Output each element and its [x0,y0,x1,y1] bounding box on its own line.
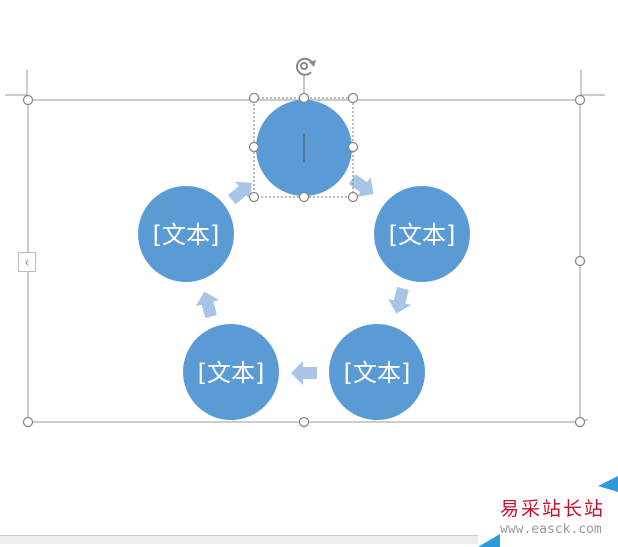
node-right[interactable]: [文本] [374,186,470,282]
arrow-icon [291,361,317,385]
node-label: [文本] [153,221,220,249]
frame-handles[interactable] [22,94,586,428]
arrow-icon [348,174,374,197]
node-top[interactable] [256,100,352,196]
arrow-icon [227,181,252,205]
node-bottom-left[interactable]: [文本] [183,324,279,420]
node-label: [文本] [344,359,411,387]
node-label: [文本] [389,221,456,249]
horizontal-scrollbar[interactable] [0,535,478,544]
node-left[interactable]: [文本] [138,186,234,282]
cycle-arrows [195,174,412,385]
node-label: [文本] [198,359,265,387]
arrow-icon [387,286,412,314]
rotate-handle-icon[interactable] [295,57,316,76]
selection-handles[interactable] [248,92,359,203]
watermark-corner [478,534,500,547]
watermark-title: 易采站长站 [500,498,606,520]
expand-text-pane-button[interactable]: ‹ [18,252,36,272]
node-bottom-right[interactable]: [文本] [329,324,425,420]
watermark-corner [598,476,618,492]
arrow-icon [195,291,220,319]
watermark-url: www.easck.com [500,522,602,537]
